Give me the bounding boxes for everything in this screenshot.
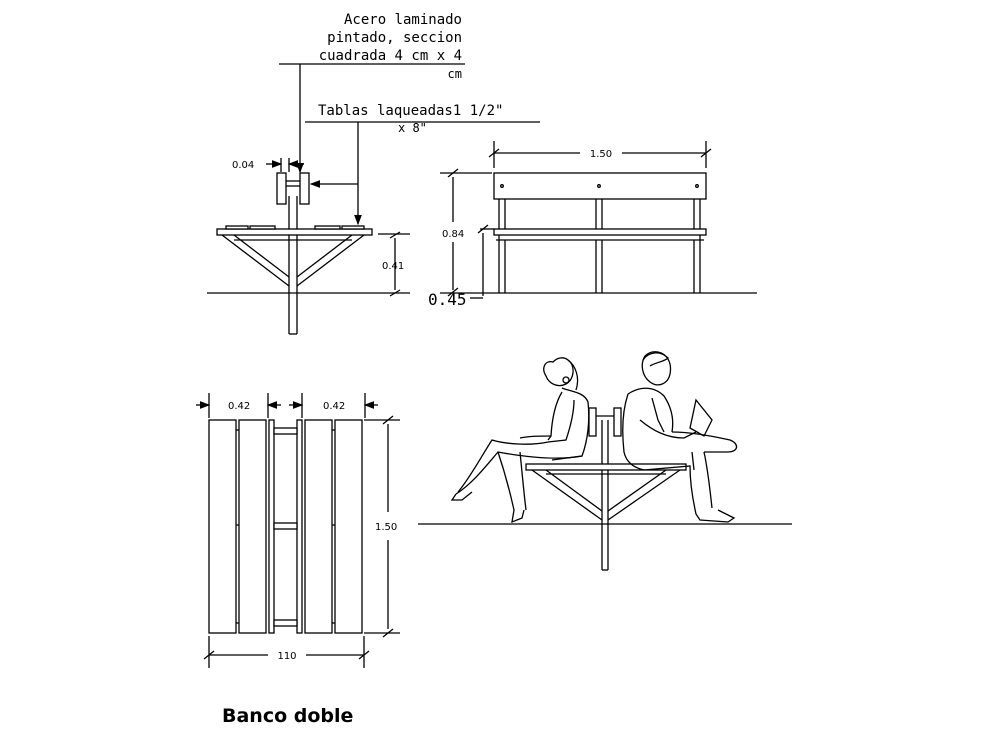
backrest-board-right (299, 172, 310, 205)
seated-man-figure (622, 351, 738, 523)
dim-seat-height-side: 0.41 (382, 261, 404, 272)
dim-post-width: 0.04 (232, 160, 254, 171)
bench-with-people-view (418, 351, 792, 571)
dim-back-height: 0.84 (442, 229, 464, 240)
dim-plan-half-right: 0.42 (323, 401, 345, 412)
plan-board-4 (334, 419, 363, 634)
front-elevation-view: 1.50 0.84 0.45 (428, 141, 757, 309)
annotation-steel-2: pintado, seccion (327, 30, 462, 46)
steel-v-frame (221, 234, 365, 287)
plan-board-2 (238, 419, 267, 634)
seat-front (493, 228, 707, 236)
plan-view: 0.42 0.42 1.50 110 (196, 393, 400, 668)
seated-woman-figure (450, 357, 590, 524)
backrest-board-left (276, 172, 287, 205)
plan-board-3 (304, 419, 333, 634)
seat-people (525, 463, 687, 471)
dim-seat-height-front: 0.45 (428, 290, 467, 309)
annotation-steel-4: cm (448, 67, 462, 81)
dim-plan-half-left: 0.42 (228, 401, 250, 412)
annotation-boards-2: x 8" (398, 121, 427, 135)
drawing-title: Banco doble (222, 705, 353, 727)
seat-section (216, 228, 373, 236)
annotation-steel-3: cuadrada 4 cm x 4 (319, 48, 462, 64)
annotation-boards-1: Tablas laqueadas1 1/2" (318, 103, 503, 119)
dim-plan-width: 110 (277, 651, 296, 662)
side-section-view: 0.04 0.41 (207, 63, 540, 335)
annotation-steel-1: Acero laminado (344, 12, 462, 28)
dim-plan-length: 1.50 (375, 522, 397, 533)
dim-total-length: 1.50 (590, 149, 612, 160)
plan-board-1 (208, 419, 237, 634)
